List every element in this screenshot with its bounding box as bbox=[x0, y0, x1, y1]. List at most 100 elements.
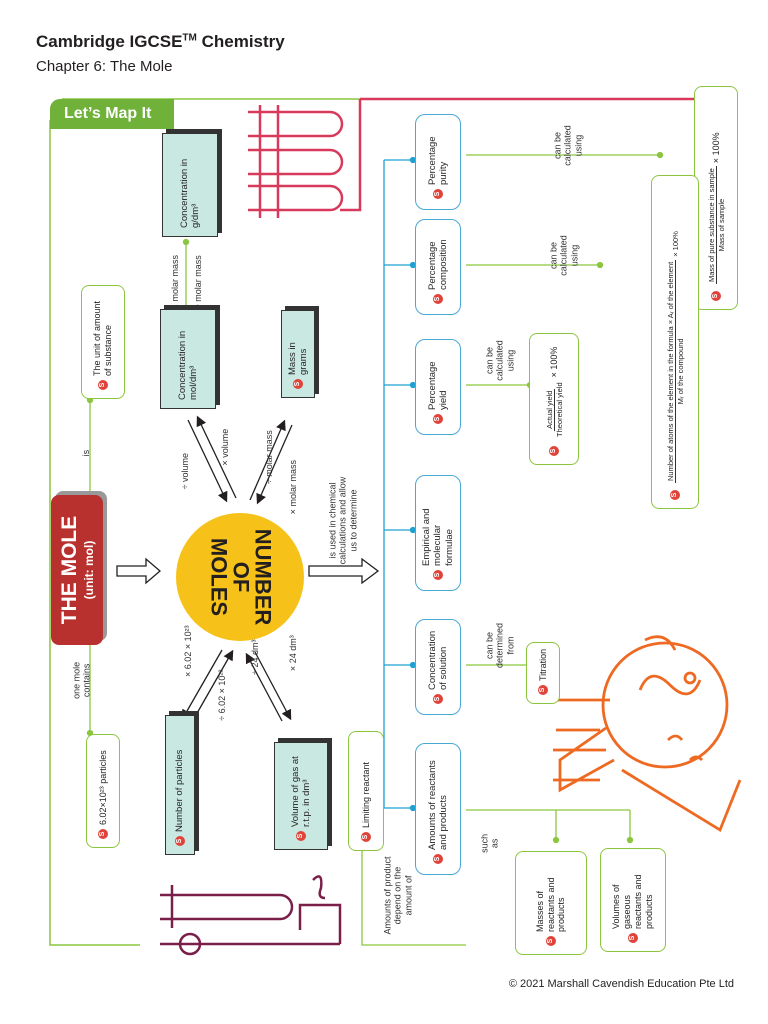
outcome-bracket bbox=[383, 156, 417, 812]
number-of-moles-circle: NUMBER OF MOLES bbox=[176, 513, 304, 641]
s-icon: S bbox=[361, 832, 371, 842]
composition-denominator: Mᵣ of the compound bbox=[675, 338, 685, 405]
box-mass-grams: S Mass in grams bbox=[281, 310, 315, 398]
volumes-text: Volumes of gaseous reactants and product… bbox=[611, 874, 654, 929]
label-can-be-calculated-composition: can be calculated using bbox=[548, 235, 580, 276]
conversion-arrows bbox=[181, 415, 293, 723]
masses-text: Masses of reactants and products bbox=[534, 877, 567, 932]
label-such-as: such as bbox=[479, 833, 500, 853]
label-x-molar-mass-top: × molar mass bbox=[169, 255, 180, 310]
trademark-sup: TM bbox=[182, 32, 197, 44]
volume-of-gas-text: Volume of gas at r.t.p. in dm³ bbox=[289, 756, 312, 827]
page-title: Cambridge IGCSETM Chemistry bbox=[36, 32, 285, 52]
test-tube-rack-illustration bbox=[248, 97, 700, 218]
block-arrow-left bbox=[116, 557, 380, 585]
box-concentration-moldm: Concentration in mol/dm³ bbox=[160, 309, 216, 409]
purity-numerator: Mass of pure substance in sample bbox=[706, 166, 717, 284]
s-icon: S bbox=[293, 379, 303, 389]
purity-denominator: Mass of sample bbox=[716, 198, 726, 252]
copyright-footer: © 2021 Marshall Cavendish Education Pte … bbox=[508, 978, 734, 990]
concentration-gdm-text: Concentration in g/dm³ bbox=[178, 158, 201, 228]
s-icon: S bbox=[433, 854, 443, 864]
label-div-molar-mass: ÷ molar mass bbox=[263, 430, 274, 485]
box-unit-of-amount: S The unit of amount of substance bbox=[81, 285, 125, 399]
number-of-particles-text: Number of particles bbox=[174, 749, 186, 832]
percentage-composition-text: Percentage composition bbox=[426, 239, 449, 290]
label-div-avogadro: ÷ 6.02 × 10²³ bbox=[216, 669, 227, 721]
label-x-24: × 24 dm³ bbox=[287, 635, 298, 672]
box-empirical-formulae: S Empirical and molecular formulae bbox=[415, 475, 461, 591]
label-div-molar-mass-top: ÷ molar mass bbox=[192, 255, 203, 310]
titration-text: Titration bbox=[537, 648, 548, 681]
burette-illustration bbox=[160, 875, 342, 956]
box-percentage-composition: S Percentage composition bbox=[415, 219, 461, 315]
label-x-avogadro: × 6.02 × 10²³ bbox=[182, 625, 193, 677]
box-particles: S 6.02×10²³ particles bbox=[86, 734, 120, 848]
box-percentage-purity: S Percentage purity bbox=[415, 114, 461, 210]
box-composition-formula: S Number of atoms of the element in the … bbox=[651, 175, 699, 509]
particles-text: 6.02×10²³ particles bbox=[97, 750, 108, 825]
the-mole-title: THE MOLE bbox=[58, 515, 81, 625]
box-number-of-particles: S Number of particles bbox=[165, 715, 195, 855]
title-text: Cambridge IGCSE bbox=[36, 32, 183, 51]
label-div-volume: ÷ volume bbox=[179, 452, 190, 490]
s-icon: S bbox=[433, 414, 443, 424]
concentration-of-solution-text: Concentration of solution bbox=[426, 630, 449, 690]
label-can-be-calculated-yield: can be calculated using bbox=[484, 340, 516, 381]
yield-fraction: Actual yield Theoretical yield bbox=[544, 380, 564, 439]
yield-denominator: Theoretical yield bbox=[554, 382, 564, 437]
percentage-yield-text: Percentage yield bbox=[426, 361, 449, 410]
label-x-molar-mass: × molar mass bbox=[287, 460, 298, 515]
mass-grams-text: Mass in grams bbox=[286, 342, 309, 375]
box-purity-formula: S Mass of pure substance in sample Mass … bbox=[694, 86, 738, 310]
s-icon: S bbox=[538, 685, 548, 695]
s-icon: S bbox=[175, 836, 185, 846]
label-div-24: ÷ 24 dm³ bbox=[249, 639, 260, 675]
box-titration: S Titration bbox=[526, 642, 560, 704]
the-mole-unit: (unit: mol) bbox=[82, 540, 96, 600]
chapter-subtitle: Chapter 6: The Mole bbox=[36, 58, 173, 75]
empirical-formulae-text: Empirical and molecular formulae bbox=[420, 508, 455, 566]
s-icon: S bbox=[98, 829, 108, 839]
the-mole-box: THE MOLE (unit: mol) bbox=[51, 495, 103, 645]
composition-multiplier: × 100% bbox=[670, 231, 680, 257]
yield-multiplier: × 100% bbox=[548, 346, 559, 378]
purity-multiplier: × 100% bbox=[710, 132, 721, 164]
s-icon: S bbox=[296, 831, 306, 841]
number-of-moles-text: NUMBER OF MOLES bbox=[206, 528, 275, 626]
percentage-purity-text: Percentage purity bbox=[426, 136, 449, 185]
s-icon: S bbox=[628, 933, 638, 943]
composition-numerator: Number of atoms of the element in the fo… bbox=[665, 259, 676, 483]
amounts-of-reactants-text: Amounts of reactants and products bbox=[426, 760, 449, 850]
label-x-volume: × volume bbox=[219, 428, 230, 466]
label-is: is bbox=[80, 449, 91, 457]
title-text-rest: Chemistry bbox=[196, 32, 285, 51]
composition-fraction: Number of atoms of the element in the fo… bbox=[665, 259, 685, 483]
yield-numerator: Actual yield bbox=[544, 388, 555, 431]
limiting-reactant-text: Limiting reactant bbox=[360, 761, 371, 828]
label-can-be-calculated-purity: can be calculated using bbox=[552, 125, 584, 166]
box-limiting-reactant: S Limiting reactant bbox=[348, 731, 384, 851]
s-icon: S bbox=[98, 380, 108, 390]
unit-of-amount-text: The unit of amount of substance bbox=[92, 300, 113, 376]
s-icon: S bbox=[433, 570, 443, 580]
label-one-mole-contains: one mole contains bbox=[71, 661, 92, 699]
purity-fraction: Mass of pure substance in sample Mass of… bbox=[706, 166, 726, 284]
label-used-in: is used in chemical calculations and all… bbox=[327, 476, 359, 565]
box-yield-formula: S Actual yield Theoretical yield × 100% bbox=[529, 333, 579, 465]
s-icon: S bbox=[546, 936, 556, 946]
s-icon: S bbox=[670, 490, 680, 500]
concentration-moldm-text: Concentration in mol/dm³ bbox=[176, 330, 199, 400]
s-icon: S bbox=[549, 446, 559, 456]
label-amounts-depend: Amounts of product depend on the amount … bbox=[382, 856, 414, 935]
box-volume-of-gas: S Volume of gas at r.t.p. in dm³ bbox=[274, 742, 328, 850]
flask-illustration bbox=[553, 635, 742, 833]
box-amounts-of-reactants: S Amounts of reactants and products bbox=[415, 743, 461, 875]
box-concentration-gdm: Concentration in g/dm³ bbox=[162, 133, 218, 237]
s-icon: S bbox=[711, 291, 721, 301]
box-percentage-yield: S Percentage yield bbox=[415, 339, 461, 435]
s-icon: S bbox=[433, 294, 443, 304]
s-icon: S bbox=[433, 189, 443, 199]
